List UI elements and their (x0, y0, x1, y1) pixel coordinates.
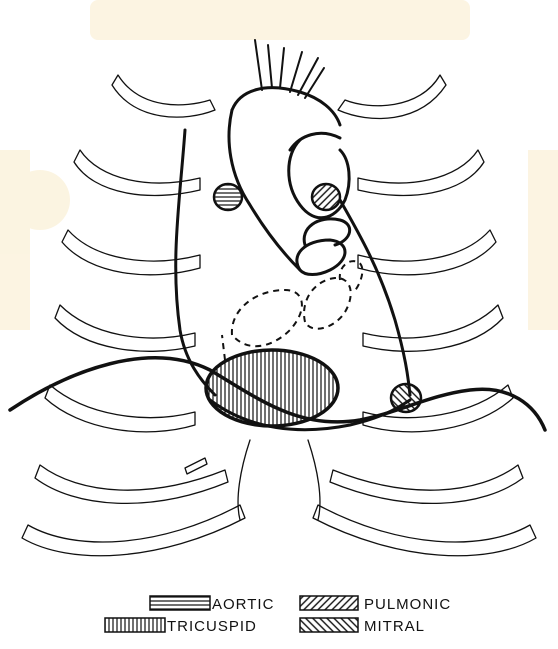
legend-swatch-tricuspid (105, 618, 165, 632)
rib-cage (22, 75, 536, 556)
legend: AORTIC PULMONIC TRICUSPID MITRAL (105, 596, 451, 635)
rib-left-5 (45, 385, 195, 432)
mitral-valve-area (391, 384, 421, 412)
lower-costal-margin-right (308, 440, 320, 520)
rib-left-1 (112, 75, 215, 117)
rib-left-6 (35, 465, 228, 503)
legend-label-tricuspid: TRICUSPID (167, 618, 257, 635)
legend-item-aortic: AORTIC (150, 596, 274, 613)
aortic-valve-area (214, 184, 242, 210)
rib-right-3 (358, 230, 496, 275)
legend-swatch-pulmonic (300, 596, 358, 610)
rib-left-3 (62, 230, 200, 275)
rib-right-4 (363, 305, 503, 351)
lower-costal-margin-left (238, 440, 250, 520)
legend-label-mitral: MITRAL (364, 618, 425, 635)
rib-right-2 (358, 150, 484, 195)
rib-left-7 (22, 505, 245, 556)
rib-right-5 (363, 385, 513, 432)
rib-left-4 (55, 305, 195, 351)
legend-swatch-aortic (150, 596, 210, 610)
dashed-chambers (222, 261, 362, 360)
legend-item-mitral: MITRAL (300, 618, 425, 635)
legend-label-aortic: AORTIC (212, 596, 274, 613)
legend-item-pulmonic: PULMONIC (300, 596, 451, 613)
rib-right-7 (313, 505, 536, 556)
xiphoid-slit (185, 458, 207, 474)
legend-swatch-mitral (300, 618, 358, 632)
legend-item-tricuspid: TRICUSPID (105, 618, 257, 635)
tricuspid-valve-area (206, 350, 338, 426)
rib-right-6 (330, 465, 523, 503)
legend-label-pulmonic: PULMONIC (364, 596, 451, 613)
rib-right-1 (338, 75, 446, 119)
pulmonic-valve-area (312, 184, 340, 210)
